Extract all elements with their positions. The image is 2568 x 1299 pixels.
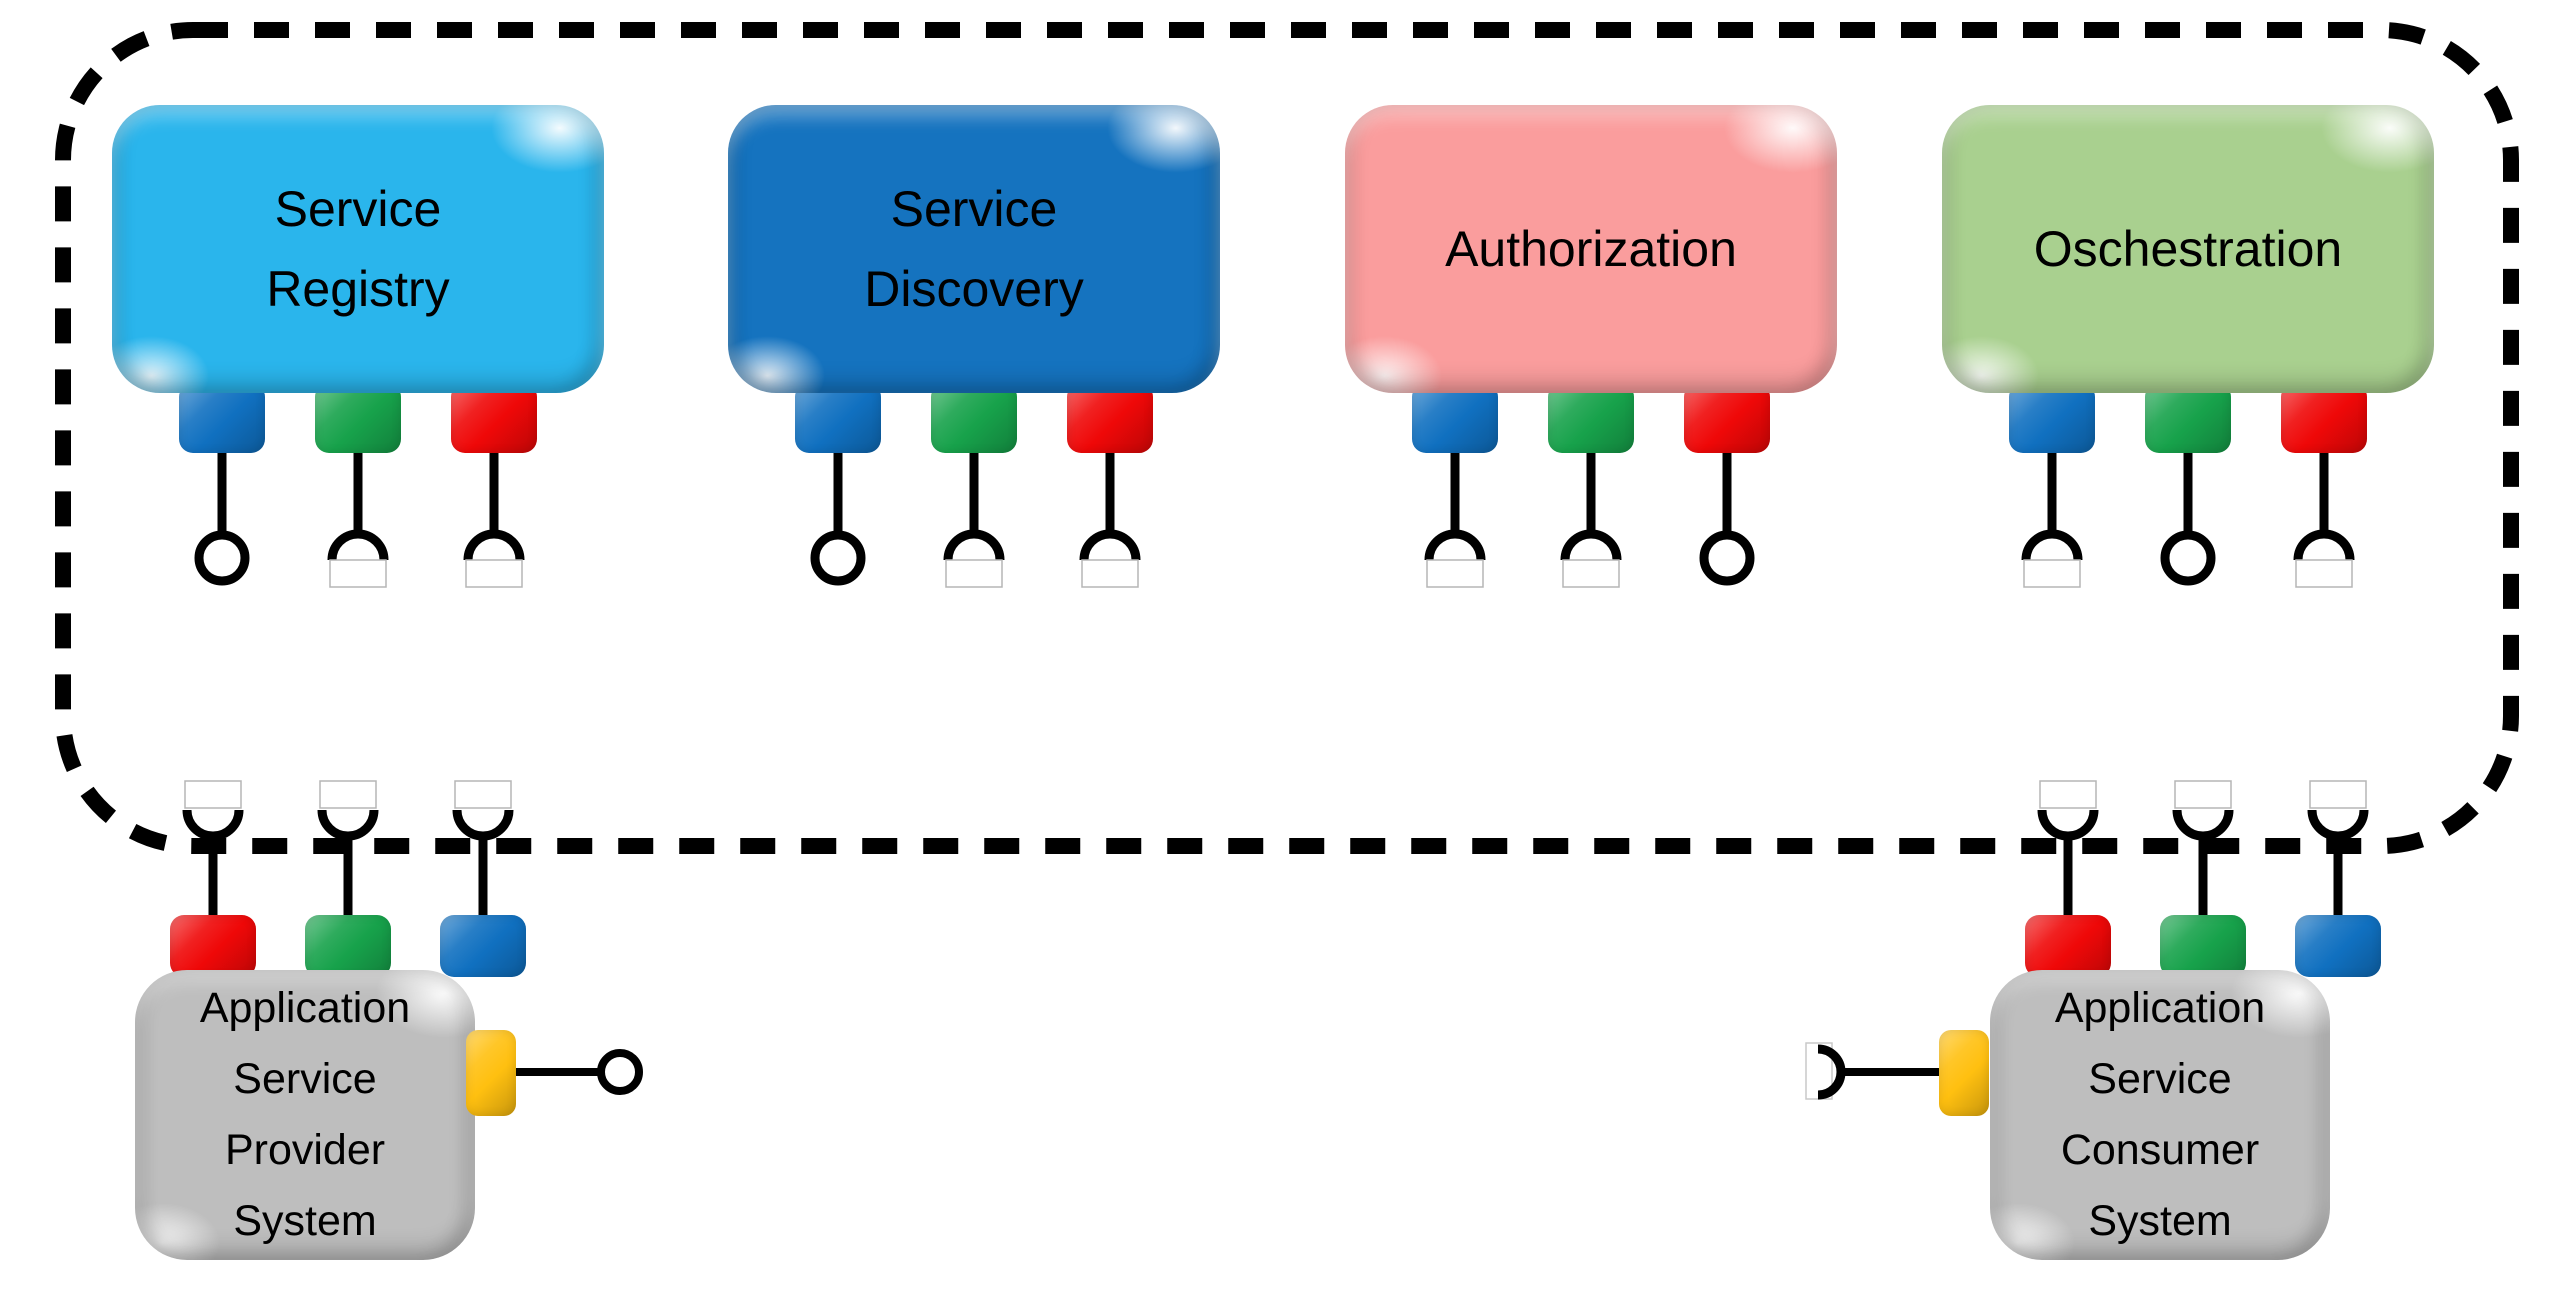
oschestration-label: Oschestration (2033, 221, 2343, 277)
authorization-port-red (1684, 383, 1770, 453)
socket-interface-icon (182, 780, 244, 915)
socket-interface-icon (463, 453, 525, 588)
authorization-port-blue (1412, 383, 1498, 453)
service-discovery-port-blue (795, 383, 881, 453)
application-service-provider-system-label: Provider (224, 1126, 386, 1174)
component-oschestration: Oschestration (1942, 105, 2434, 605)
socket-interface-icon (943, 453, 1005, 588)
ball-interface-icon (2160, 453, 2216, 586)
application-service-provider-system-label: Application (199, 984, 411, 1032)
service-registry-port-red (451, 383, 537, 453)
socket-interface-icon (2172, 780, 2234, 915)
oschestration-box: Oschestration (1942, 105, 2434, 393)
socket-interface-icon (317, 780, 379, 915)
application-service-consumer-system-label: Consumer (2060, 1126, 2260, 1174)
authorization-box: Authorization (1345, 105, 1837, 393)
authorization-port-green (1548, 383, 1634, 453)
socket-interface-icon (2037, 780, 2099, 915)
socket-interface-icon (452, 780, 514, 915)
ball-interface-icon (515, 1049, 643, 1095)
authorization-label: Authorization (1445, 221, 1737, 277)
service-discovery-label: Service (890, 181, 1058, 237)
service-discovery-port-green (931, 383, 1017, 453)
ball-interface-icon (194, 453, 250, 586)
application-service-consumer-system-port-yellow (1939, 1030, 1989, 1116)
socket-interface-icon (1424, 453, 1486, 588)
application-service-consumer-system-port-blue (2295, 915, 2381, 977)
oschestration-port-blue (2009, 383, 2095, 453)
oschestration-port-red (2281, 383, 2367, 453)
application-service-provider-system-label: Service (233, 1055, 377, 1103)
application-service-provider-system-port-red (170, 915, 256, 977)
socket-interface-icon (1079, 453, 1141, 588)
socket-interface-icon (2021, 453, 2083, 588)
component-authorization: Authorization (1345, 105, 1837, 605)
application-service-consumer-system-label: Service (2088, 1055, 2232, 1103)
application-service-consumer-system-port-red (2025, 915, 2111, 977)
service-registry-port-blue (179, 383, 265, 453)
socket-interface-icon (1560, 453, 1622, 588)
socket-interface-icon (2307, 780, 2369, 915)
oschestration-port-green (2145, 383, 2231, 453)
application-service-provider-system-port-yellow (466, 1030, 516, 1116)
service-registry-port-green (315, 383, 401, 453)
ball-interface-icon (810, 453, 866, 586)
application-service-consumer-system-label: System (2088, 1197, 2232, 1245)
service-discovery-port-red (1067, 383, 1153, 453)
application-service-consumer-system-label: Application (2054, 984, 2266, 1032)
service-registry-label: Registry (266, 261, 450, 317)
service-registry-label: Service (274, 181, 442, 237)
socket-interface-icon (2293, 453, 2355, 588)
application-service-consumer-system-port-green (2160, 915, 2246, 977)
service-discovery-label: Discovery (864, 261, 1084, 317)
application-service-provider-system-port-blue (440, 915, 526, 977)
socket-interface-icon (327, 453, 389, 588)
application-service-provider-system-port-green (305, 915, 391, 977)
application-service-provider-system-label: System (233, 1197, 377, 1245)
ball-interface-icon (1699, 453, 1755, 586)
socket-interface-icon (1805, 1042, 1940, 1100)
